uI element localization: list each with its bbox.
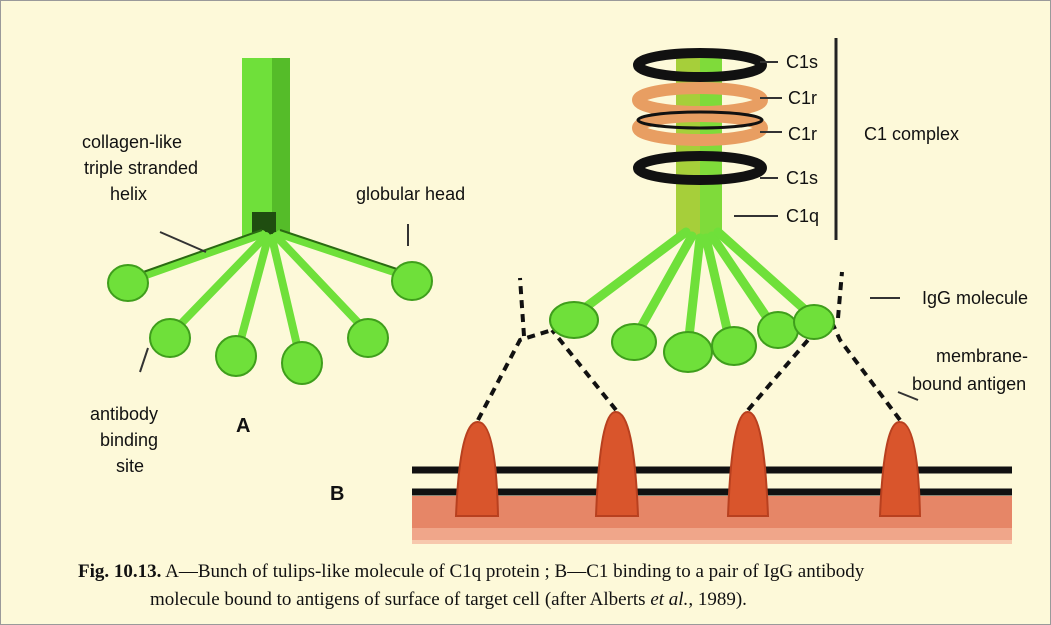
caption-line-1: A—Bunch of tulips-like molecule of C1q p…: [165, 561, 864, 582]
collagen-stalk-shade: [272, 58, 290, 236]
label-c1r-1: C1r: [788, 88, 817, 108]
caption-line-2-italic: et al.: [650, 589, 688, 610]
label-collagen-1: collagen-like: [82, 132, 182, 152]
globular-heads: [108, 262, 432, 384]
label-globular-head: globular head: [356, 184, 465, 204]
panel-b-c1-complex: C1s C1r C1r C1s C1q C1 complex IgG molec…: [330, 38, 1028, 544]
caption-line-2a: molecule bound to antigens of surface of…: [150, 589, 650, 610]
panel-a-letter: A: [236, 415, 250, 437]
label-collagen-3: helix: [110, 184, 147, 204]
caption-line-2b: , 1989).: [688, 589, 747, 610]
label-membrane-2: bound antigen: [912, 374, 1026, 394]
panel-b-letter: B: [330, 483, 344, 505]
label-igg-molecule: IgG molecule: [922, 288, 1028, 308]
panel-a-c1q-molecule: collagen-like triple stranded helix glob…: [82, 58, 465, 476]
label-antibody-2: binding: [100, 430, 158, 450]
c1r-c1s-rings: [638, 53, 762, 180]
figure-caption: Fig. 10.13. A—Bunch of tulips-like molec…: [78, 558, 1038, 614]
target-cell-membrane: [412, 470, 1012, 544]
label-c1q: C1q: [786, 206, 819, 226]
caption-number: Fig. 10.13.: [78, 561, 161, 582]
label-c1s-top: C1s: [786, 52, 818, 72]
label-antibody-3: site: [116, 456, 144, 476]
panel-b-leader-lines: [734, 62, 918, 400]
label-c1-complex: C1 complex: [864, 124, 959, 144]
label-antibody-1: antibody: [90, 404, 158, 424]
caption-line-2: molecule bound to antigens of surface of…: [78, 586, 1038, 614]
label-collagen-2: triple stranded: [84, 158, 198, 178]
label-membrane-1: membrane-: [936, 346, 1028, 366]
label-c1r-2: C1r: [788, 124, 817, 144]
label-c1s-bottom: C1s: [786, 168, 818, 188]
